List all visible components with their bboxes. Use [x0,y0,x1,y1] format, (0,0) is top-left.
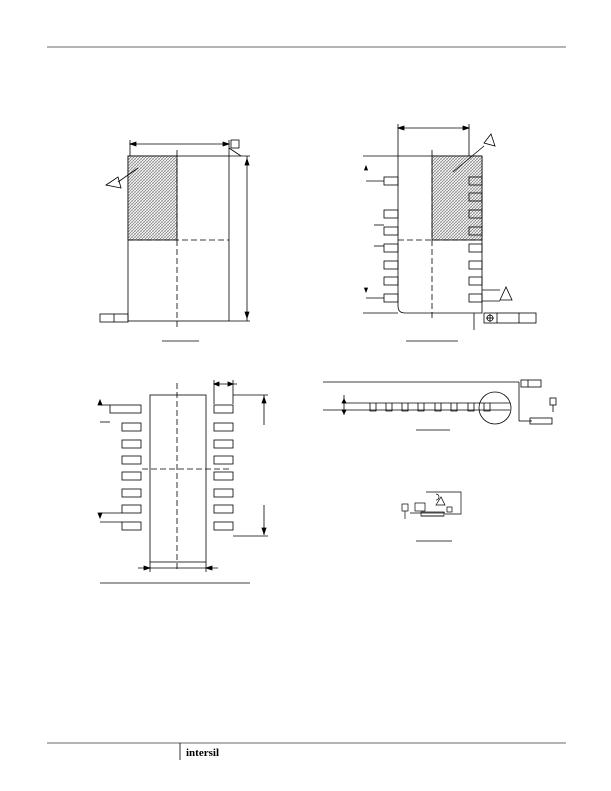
triangle-note-icon [452,133,513,301]
bottom-view-right-pads [468,176,483,303]
pin1-hatch-icon [431,155,483,241]
intersil-logo: intersil [186,747,219,759]
datum-flag-icon [520,379,557,412]
side-view [323,379,557,431]
bottom-view-left-pads [383,176,399,303]
land-pattern-body [149,394,207,563]
land-pattern-view [97,380,268,584]
side-view-terminals [369,403,491,412]
triangle-note-icon [435,496,446,506]
triangle-note-icon [104,167,139,189]
detail-circle-icon [478,391,512,425]
datum-flag-icon [228,139,242,157]
gd-t-frame-icon [483,312,537,324]
land-pattern-left-pads [109,404,142,531]
bottom-view [363,124,537,342]
bottom-view-outline [397,155,483,314]
land-pattern-right-pads [213,404,234,531]
detail-view [401,491,462,542]
pin1-hatch-icon [127,155,178,241]
top-view [99,139,250,342]
